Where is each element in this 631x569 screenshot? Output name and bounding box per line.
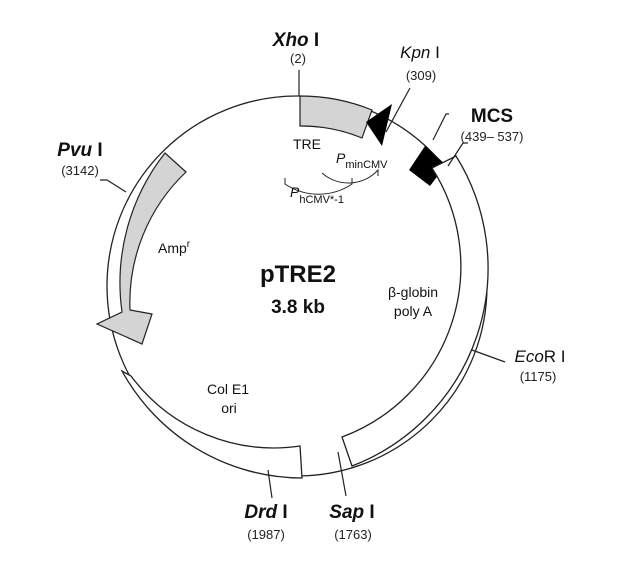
pvu-position: (3142) — [61, 163, 99, 178]
hCMV-label: PhCMV*-1 — [290, 184, 344, 206]
globin-label-line1: β-globin — [388, 284, 438, 300]
mcs-position: (439– 537) — [461, 129, 524, 144]
drd-tick — [267, 469, 273, 499]
minCMV-bracket — [321, 168, 379, 184]
beta-globin-polya-feature — [341, 155, 489, 467]
colE1-label-line2: ori — [221, 400, 237, 416]
eco-position: (1175) — [520, 369, 557, 384]
xho-label: Xho I — [272, 30, 319, 51]
drd-position: (1987) — [247, 527, 285, 542]
plasmid-size: 3.8 kb — [271, 297, 325, 318]
promoter-arrowhead — [366, 104, 392, 146]
hCMV-bracket — [284, 178, 353, 195]
ampr-arrow — [95, 152, 187, 345]
drd-label: Drd I — [244, 502, 287, 523]
colE1-ori-feature — [120, 369, 303, 479]
eco-tick — [471, 349, 506, 363]
mcs-tick-left — [432, 113, 449, 141]
tre-feature — [299, 95, 373, 139]
mcs-label: MCS — [471, 106, 513, 127]
ampr-label: Ampr — [158, 239, 191, 256]
plasmid-name: pTRE2 — [260, 261, 336, 288]
sap-tick — [337, 451, 347, 497]
colE1-label-line1: Col E1 — [207, 381, 249, 397]
kpn-tick — [385, 87, 411, 133]
kpn-position: (309) — [406, 68, 436, 83]
mcs-tick-right — [447, 142, 468, 167]
globin-label-line2: poly A — [394, 303, 433, 319]
sap-label: Sap I — [329, 502, 374, 523]
pvu-label: Pvu I — [57, 140, 102, 161]
sap-position: (1763) — [334, 527, 372, 542]
eco-label: EcoR I — [514, 347, 565, 366]
pvu-tick — [100, 179, 127, 193]
minCMV-label: PminCMV — [336, 150, 388, 171]
kpn-label: Kpn I — [400, 43, 440, 62]
tre-label: TRE — [293, 136, 321, 152]
xho-position: (2) — [290, 51, 306, 66]
